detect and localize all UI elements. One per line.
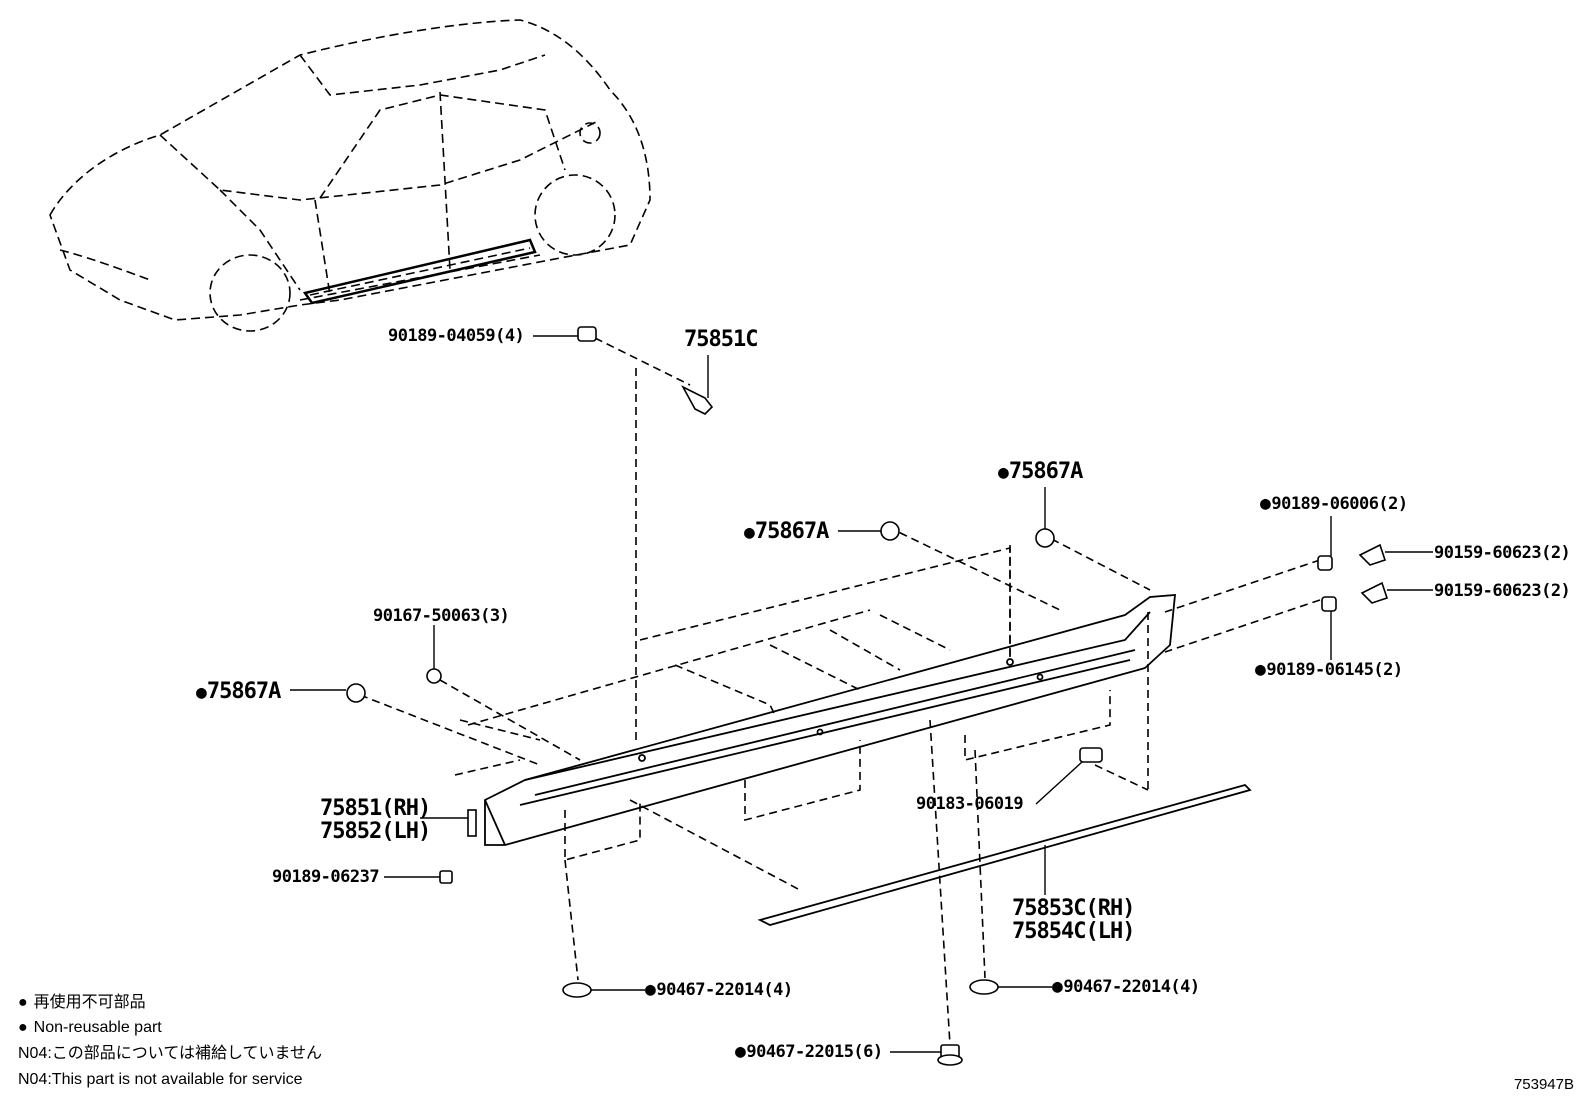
callout-90183-06019: 90183-06019 (916, 794, 1024, 814)
clip-icon (937, 1054, 963, 1066)
callout-90467-22014-right: 90467-22014(4) (1052, 977, 1200, 997)
callout-75852-lh: 75852(LH) (320, 819, 431, 844)
clip-icon (562, 982, 592, 998)
callout-leaders (290, 335, 1433, 1053)
callout-75854c-lh: 75854C(LH) (1012, 919, 1135, 944)
callout-90159-60623-b: 90159-60623(2) (1434, 581, 1571, 601)
callout-75853c-rh: 75853C(RH) (1012, 896, 1135, 921)
callout-75867a-top: 75867A (998, 460, 1083, 485)
grommet-icon (426, 668, 442, 684)
molding-strip (757, 783, 1252, 926)
legend-n04-jp: N04:この部品については補給していません (18, 1045, 323, 1062)
callout-90467-22015: 90467-22015(6) (735, 1042, 883, 1062)
diagram-reference-code: 753947B (1513, 1076, 1574, 1093)
callout-75867a-mid: 75867A (744, 520, 829, 545)
nut-icon (1321, 596, 1337, 612)
screw-icon (681, 385, 714, 415)
callout-90167-50063: 90167-50063(3) (373, 606, 510, 626)
callout-90159-60623-a: 90159-60623(2) (1434, 543, 1571, 563)
callout-75851c: 75851C (684, 327, 758, 352)
clip-icon (969, 979, 999, 995)
bracket-icon (467, 809, 477, 837)
callout-90189-06237: 90189-06237 (272, 867, 380, 887)
clip-icon (880, 521, 900, 541)
nut-icon (1317, 555, 1333, 571)
screw-icon (1358, 543, 1387, 566)
clip-icon (439, 870, 453, 884)
callout-90467-22014-left: 90467-22014(4) (645, 980, 793, 1000)
callout-75867a-left: 75867A (196, 680, 281, 705)
clip-icon (1079, 747, 1103, 763)
screw-icon (1360, 581, 1389, 604)
legend-n04-en: N04:This part is not available for servi… (18, 1071, 303, 1088)
fastener-icons (346, 326, 1389, 1066)
assembly-dashed-lines (359, 337, 1321, 1046)
vehicle-outline (49, 19, 651, 332)
clip-icon (1035, 528, 1055, 548)
callout-75851-rh: 75851(RH) (320, 796, 431, 821)
side-skirt-part (484, 594, 1177, 846)
clip-icon (346, 683, 366, 703)
callout-90189-06145: 90189-06145(2) (1255, 660, 1403, 680)
legend-nonreusable-en: Non-reusable part (18, 1018, 162, 1038)
clip-icon (577, 326, 597, 342)
legend-nonreusable-jp: 再使用不可部品 (18, 993, 146, 1013)
vehicle-side-skirt-highlight (302, 238, 537, 305)
callout-90189-06006: 90189-06006(2) (1260, 494, 1408, 514)
callout-90189-04059: 90189-04059(4) (388, 326, 525, 346)
